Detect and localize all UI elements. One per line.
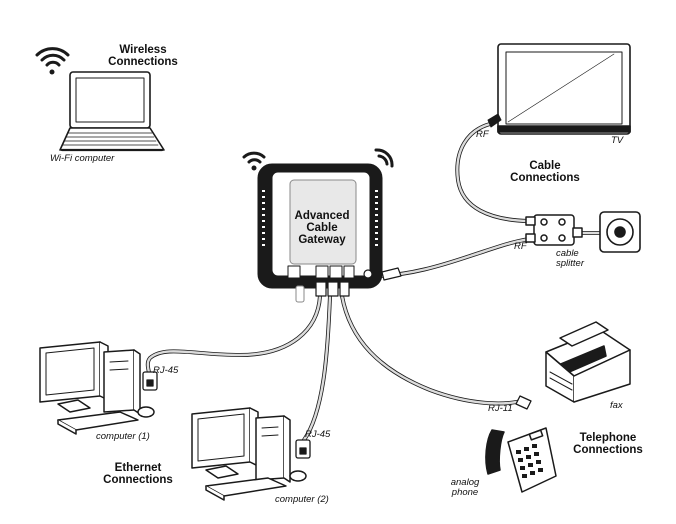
- rj11-plug: [515, 395, 532, 410]
- wifi-computer: [59, 71, 165, 152]
- rj45-jack-a: [142, 371, 158, 391]
- fax-label: fax: [610, 400, 623, 411]
- desktop-computer-1: [39, 341, 155, 435]
- wifi-computer-label: Wi-Fi computer: [50, 153, 115, 164]
- cable-splitter: [525, 214, 583, 246]
- computer1-label: computer (1): [96, 431, 150, 442]
- gateway-wifi-icon-right: [374, 148, 394, 168]
- tv: [497, 43, 631, 135]
- gateway-wifi-icon-left: [242, 151, 266, 171]
- rf-connector-tv: [487, 113, 502, 128]
- cable-gateway: [257, 163, 402, 303]
- tv-label: TV: [611, 135, 624, 146]
- rj45-jack-b: [295, 439, 311, 459]
- computer2-label: computer (2): [275, 494, 329, 505]
- rf-label-gateway: RF: [514, 241, 527, 252]
- rj11-label: RJ-11: [488, 403, 513, 414]
- analog-phone: [485, 427, 557, 493]
- rf-label-tv: RF: [476, 129, 489, 140]
- cables: [145, 122, 608, 442]
- fax-machine: [545, 321, 631, 403]
- desktop-computer-2: [191, 407, 307, 501]
- wall-outlet: [599, 211, 641, 253]
- rj45-label-a: RJ-45: [153, 365, 179, 376]
- wifi-icon: [35, 47, 70, 75]
- rj45-label-b: RJ-45: [305, 429, 331, 440]
